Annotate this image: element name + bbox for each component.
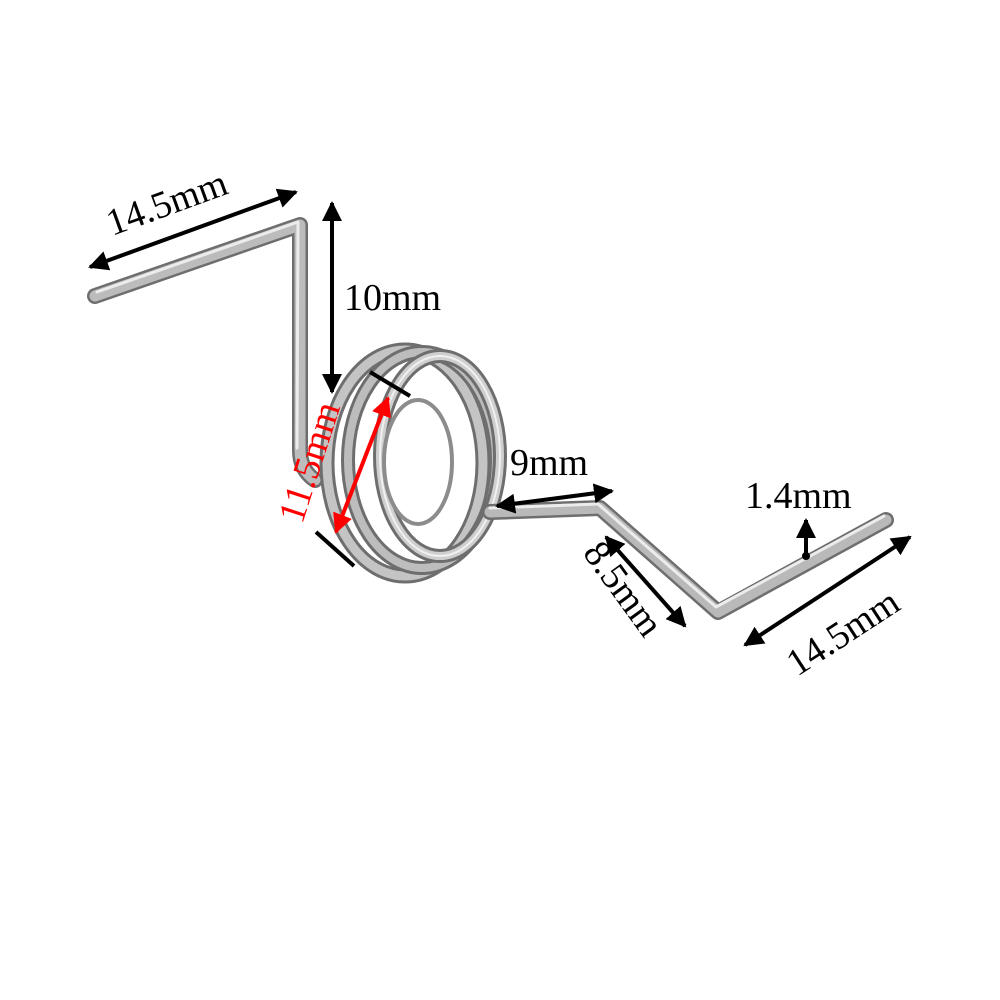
label-straight-length: 9mm xyxy=(510,442,588,484)
dimension-vertical-height: 10mm xyxy=(322,201,441,394)
label-wire-diameter: 1.4mm xyxy=(745,475,852,517)
dimension-straight-length: 9mm xyxy=(495,442,614,514)
label-vertical-height: 10mm xyxy=(344,277,441,319)
